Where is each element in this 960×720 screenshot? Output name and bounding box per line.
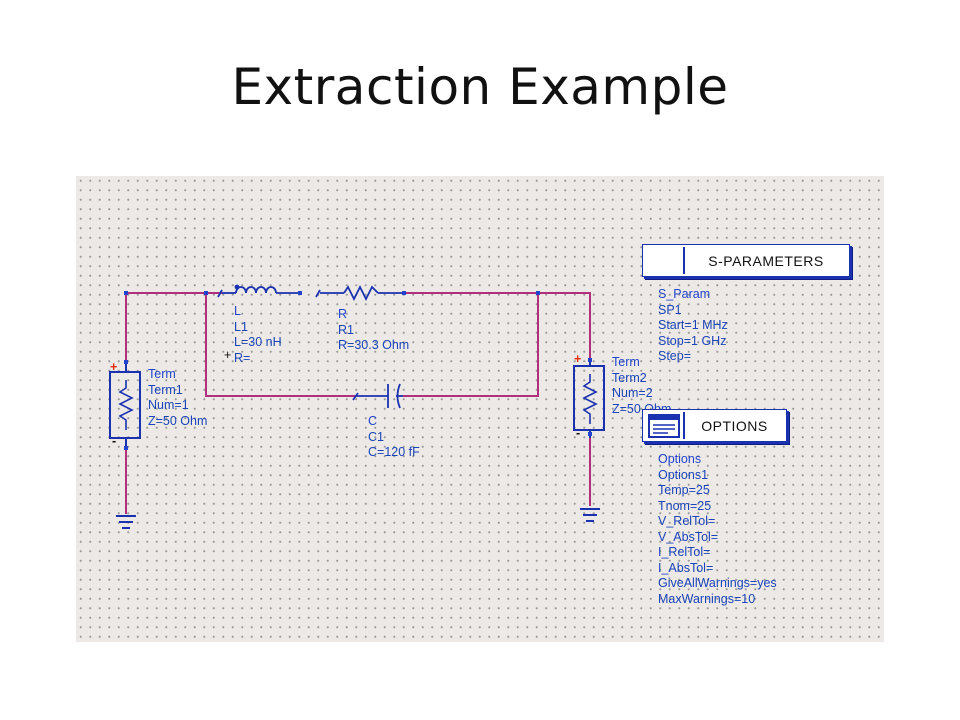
term1-plus: +: [110, 360, 118, 374]
sparam-block[interactable]: S-PARAMETERS: [642, 244, 850, 277]
capacitor-label[interactable]: C C1 C=120 fF: [368, 414, 420, 459]
wire-cap-left: [205, 293, 356, 397]
term1-resistor: [118, 380, 134, 430]
resistor-symbol: [315, 284, 404, 302]
resistor-label[interactable]: R R1 R=30.3 Ohm: [338, 307, 410, 352]
sparam-icon-frame: [645, 247, 685, 274]
schematic-canvas[interactable]: + - + - + Term Term1 Num=1 Z=50 Ohm Term…: [76, 176, 884, 642]
capacitor-symbol: [352, 383, 403, 409]
term2-resistor: [582, 374, 598, 424]
pins: [124, 291, 592, 450]
sparam-params[interactable]: S_Param SP1 Start=1 MHz Stop=1 GHz Step=: [658, 287, 728, 363]
options-block[interactable]: OPTIONS: [642, 409, 787, 442]
wire-top-right: [404, 292, 591, 360]
term2-plus: +: [574, 352, 582, 366]
term1-minus: -: [112, 434, 117, 448]
options-header: OPTIONS: [701, 417, 768, 434]
term2-minus: -: [576, 426, 581, 440]
inductor-label[interactable]: L L1 L=30 nH R=: [234, 304, 282, 365]
wire-term1-top: [125, 292, 222, 370]
options-icon: [645, 412, 685, 439]
inductor-symbol: [217, 284, 300, 298]
term2-body: [573, 365, 605, 431]
wires: [125, 292, 591, 514]
sparam-header: S-PARAMETERS: [708, 252, 824, 269]
ground-right-icon: [580, 508, 600, 522]
slide-title: Extraction Example: [231, 58, 729, 116]
term1-label[interactable]: Term Term1 Num=1 Z=50 Ohm: [148, 367, 208, 428]
wire-cap-right: [403, 293, 539, 397]
ground-left-icon: [116, 515, 136, 529]
options-params[interactable]: Options Options1 Temp=25 Tnom=25 V_RelTo…: [658, 452, 777, 606]
inductor-plus: +: [224, 348, 232, 362]
term1-body: [109, 371, 141, 439]
